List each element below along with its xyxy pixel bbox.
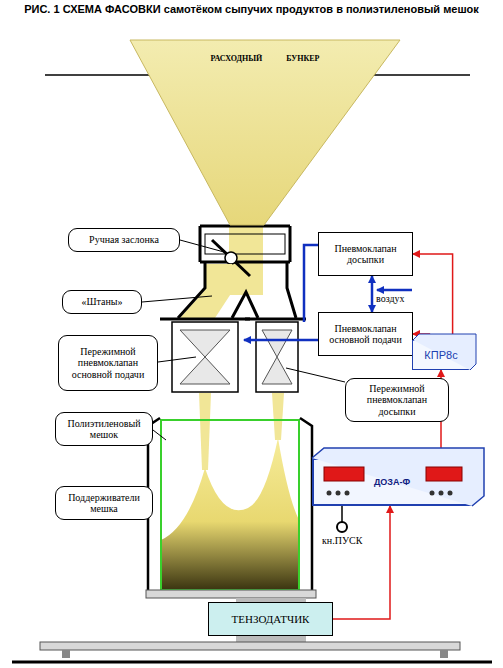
- node-text: Ручная заслонка: [89, 234, 159, 246]
- callout-box: «Штаны»: [62, 290, 142, 314]
- node-text: ТЕНЗОДАТЧИК: [232, 613, 310, 626]
- callout-box: Поддерживатели мешка: [55, 486, 153, 520]
- signal-wire: [333, 506, 390, 619]
- callout-box: Пережимной пневмоклапан досыпки: [345, 378, 449, 422]
- node-text: ДОЗА-Ф: [374, 477, 410, 487]
- node-text: «Штаны»: [81, 296, 122, 308]
- node-text: Поддерживатели мешка: [60, 492, 148, 515]
- node-text: КПР8с: [424, 349, 457, 362]
- weighing-controller: ДОЗА-Ф: [312, 458, 472, 506]
- pneumo-valve-box: Пневмоклапан основной подачи: [318, 312, 413, 356]
- figure-title: РИС. 1 СХЕМА ФАСОВКИ самотёком сыпучих п…: [10, 3, 493, 17]
- node-text: Пневмоклапан досыпки: [323, 243, 408, 266]
- node-text: РАСХОДНЫЙ БУНКЕР: [211, 54, 320, 63]
- node-text: Пневмоклапан основной подачи: [323, 323, 408, 346]
- node-text: Полиэтиленовый мешок: [60, 418, 148, 441]
- node-text: Пережимной пневмоклапан досыпки: [350, 383, 444, 418]
- node-text: Пережимной пневмоклапан основной подачи: [63, 346, 153, 381]
- hopper-bin: РАСХОДНЫЙ БУНКЕР: [130, 40, 400, 225]
- load-cell-box: ТЕНЗОДАТЧИК: [208, 602, 333, 636]
- callout-box: Полиэтиленовый мешок: [55, 412, 153, 446]
- callout-box: Ручная заслонка: [68, 228, 180, 252]
- air-label: воздух: [376, 293, 405, 304]
- controller-box: КПР8с: [412, 340, 470, 370]
- signal-wire: [413, 254, 453, 340]
- air-line: [371, 276, 374, 312]
- callout-box: Пережимной пневмоклапан основной подачи: [58, 335, 158, 391]
- button-label: кн.ПУСК: [322, 535, 362, 546]
- pneumo-valve-box: Пневмоклапан досыпки: [318, 232, 413, 276]
- hopper-outline: [130, 40, 400, 225]
